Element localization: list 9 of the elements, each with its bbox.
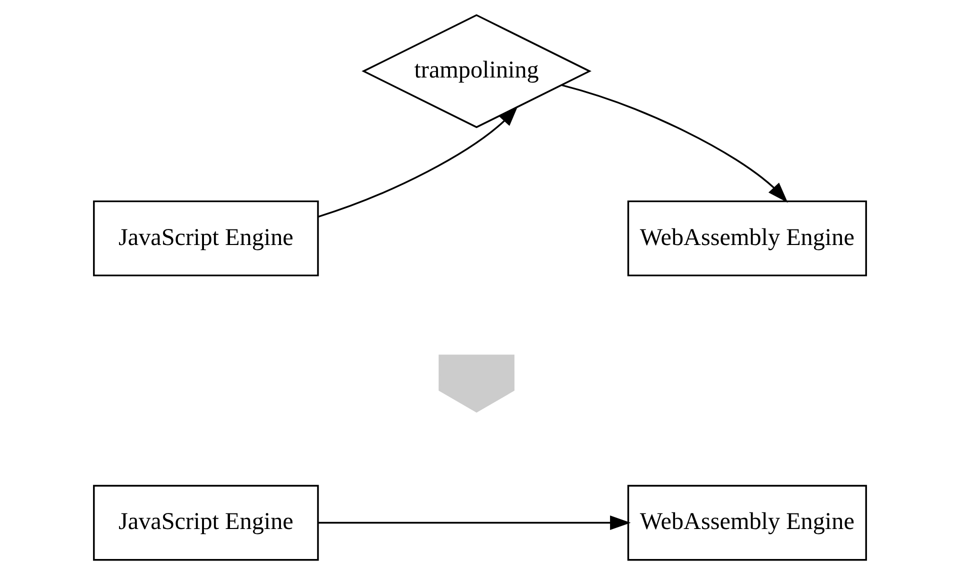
arrow xyxy=(318,516,630,530)
node-diamond: trampolining xyxy=(361,14,591,128)
arrow xyxy=(561,84,788,203)
node-box: JavaScript Engine xyxy=(92,200,318,276)
node-box: WebAssembly Engine xyxy=(626,200,866,276)
arrow xyxy=(318,106,518,218)
node-box: WebAssembly Engine xyxy=(626,484,866,561)
node-arrow xyxy=(438,354,514,413)
node-box: JavaScript Engine xyxy=(92,484,318,561)
